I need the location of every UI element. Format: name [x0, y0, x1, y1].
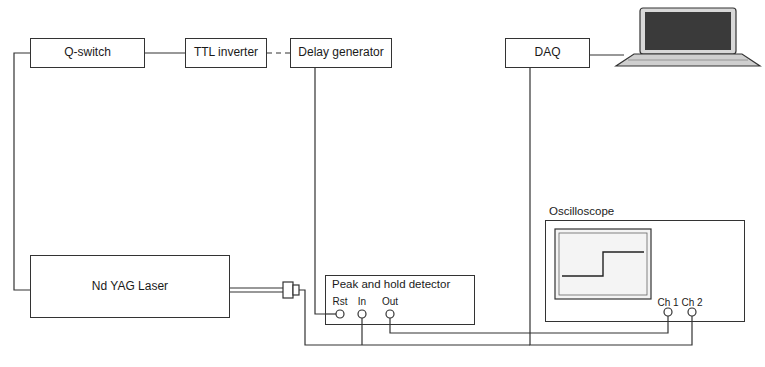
laptop-icon	[616, 8, 760, 66]
laser-box: Nd YAG Laser	[30, 255, 230, 318]
node-text: Q-switch	[64, 46, 111, 60]
pin-name: Rst	[333, 296, 348, 307]
photodiode	[283, 282, 299, 298]
detector-box: Peak and hold detector	[325, 275, 475, 325]
device-box: Q-switch	[30, 38, 145, 68]
node-text: Peak and hold detector	[332, 278, 450, 291]
channel-name: Ch 2	[681, 297, 702, 308]
node-text: Delay generator	[298, 46, 383, 60]
node-text: DAQ	[534, 46, 560, 60]
device-box: Delay generator	[290, 38, 392, 68]
scope-screen	[555, 229, 651, 299]
device-box: TTL inverter	[185, 38, 267, 68]
pin-name: Out	[382, 296, 398, 307]
channel-name: Ch 1	[657, 297, 678, 308]
device-box: DAQ	[505, 38, 590, 68]
wire-connector	[315, 68, 325, 314]
bnc-connector	[336, 308, 696, 318]
oscilloscope-box: Oscilloscope	[545, 205, 745, 322]
node-text: TTL inverter	[194, 46, 258, 60]
oscilloscope-frame	[545, 220, 745, 322]
wire-connector	[530, 68, 692, 345]
wire-connector	[390, 322, 668, 333]
wire-connector	[14, 53, 30, 290]
usb-wire	[590, 54, 624, 55]
wire-connector	[267, 52, 290, 53]
optical-fiber	[230, 288, 283, 292]
node-text: Nd YAG Laser	[92, 280, 168, 294]
node-text: Oscilloscope	[545, 205, 614, 218]
pin-name: In	[358, 296, 366, 307]
wire-connector	[145, 52, 185, 53]
